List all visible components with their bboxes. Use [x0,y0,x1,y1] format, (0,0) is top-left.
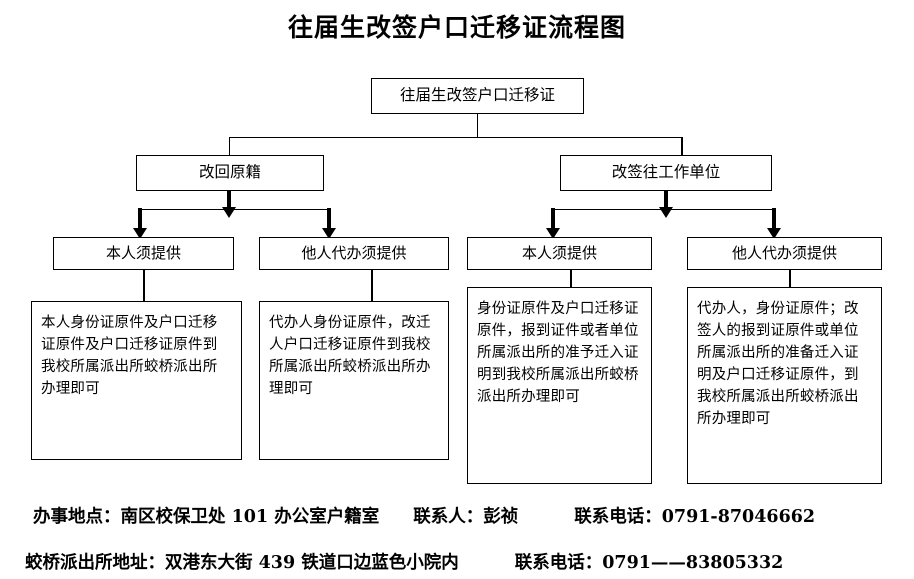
flow-detail-branch-0-child-1-text: 代办人身份证原件，改迁人户口迁移证原件到我校所属派出所蛟桥派出所办理即可 [269,315,431,398]
arrow-branch-0-child-1 [322,208,336,239]
connector-branch-1-bus [552,208,774,211]
page-title: 往届生改签户口迁移证流程图 [287,13,626,42]
flow-node-branch-1-child-0-label: 本人须提供 [521,244,597,263]
flow-node-branch-0-child-0: 本人须提供 [53,237,234,270]
flow-detail-branch-1-child-0-text: 身份证原件及户口迁移证原件，报到证件或者单位所属派出所的准予迁入证明到我校所属派… [477,301,639,406]
flow-node-branch-0-child-1: 他人代办须提供 [259,237,449,270]
flow-node-branch-1: 改签往工作单位 [560,155,772,191]
connector-detail-1 [371,270,373,301]
flow-node-branch-1-child-1-label: 他人代办须提供 [731,244,837,263]
flow-node-branch-0-label: 改回原籍 [198,163,261,182]
footer-line-2: 蛟桥派出所地址：双港东大街 439 铁道口边蓝色小院内 联系电话：0791——83… [25,549,783,574]
arrow-branch-0-down [222,191,236,218]
connector-detail-3 [789,270,791,287]
flow-node-branch-1-child-1: 他人代办须提供 [687,237,882,270]
connector-detail-0 [143,270,145,301]
flow-node-branch-1-label: 改签往工作单位 [611,163,721,182]
flow-node-branch-0: 改回原籍 [136,155,324,191]
flow-node-root: 往届生改签户口迁移证 [371,78,584,114]
footer-line-1: 办事地点：南区校保卫处 101 办公室户籍室 联系人：彭祯 联系电话：0791-87… [33,503,815,528]
flow-detail-branch-1-child-1: 代办人，身份证原件；改签人的报到证原件或单位所属派出所的准备迁入证明及户口迁移证… [687,287,882,484]
footer-phone-value-2: 0791——83805332 [602,553,784,573]
footer-contact-value: 彭祯 [483,507,519,527]
connector-branch-0-bus [139,208,329,211]
footer-phone-value-1: 0791-87046662 [661,507,816,527]
footer-location-value: 南区校保卫处 101 办公室户籍室 [120,507,380,527]
flow-detail-branch-1-child-0: 身份证原件及户口迁移证原件，报到证件或者单位所属派出所的准予迁入证明到我校所属派… [467,287,652,484]
arrow-branch-0-child-0 [132,208,147,239]
flow-node-branch-0-child-0-label: 本人须提供 [105,244,181,263]
flow-detail-branch-0-child-0-text: 本人身份证原件及户口迁移证原件及户口迁移证原件到我校所属派出所蛟桥派出所办理即可 [41,315,218,398]
flow-detail-branch-0-child-0: 本人身份证原件及户口迁移证原件及户口迁移证原件到我校所属派出所蛟桥派出所办理即可 [31,301,242,460]
footer-contact-label: 联系人： [413,507,484,527]
connector-tier2-bus [229,136,682,139]
flow-node-root-label: 往届生改签户口迁移证 [399,86,555,105]
connector-root-down [476,114,479,138]
connector-detail-2 [570,270,572,287]
connector-bus-to-branch-0 [228,136,231,157]
flow-node-branch-0-child-1-label: 他人代办须提供 [301,244,407,263]
footer-location-label: 办事地点： [33,507,121,527]
flow-detail-branch-1-child-1-text: 代办人，身份证原件；改签人的报到证原件或单位所属派出所的准备迁入证明及户口迁移证… [697,301,859,428]
footer-phone-label-1: 联系电话： [574,507,662,527]
arrow-branch-1-child-1 [767,208,781,239]
flow-detail-branch-0-child-1: 代办人身份证原件，改迁人户口迁移证原件到我校所属派出所蛟桥派出所办理即可 [259,301,449,460]
footer-address-label: 蛟桥派出所地址： [25,553,165,573]
footer-phone-label-2: 联系电话： [514,553,603,573]
arrow-branch-1-child-0 [546,208,560,239]
arrow-branch-1-down [659,191,673,218]
footer-address-value: 双港东大街 439 铁道口边蓝色小院内 [165,553,459,573]
flow-node-branch-1-child-0: 本人须提供 [467,237,652,270]
connector-bus-to-branch-1 [681,136,683,157]
